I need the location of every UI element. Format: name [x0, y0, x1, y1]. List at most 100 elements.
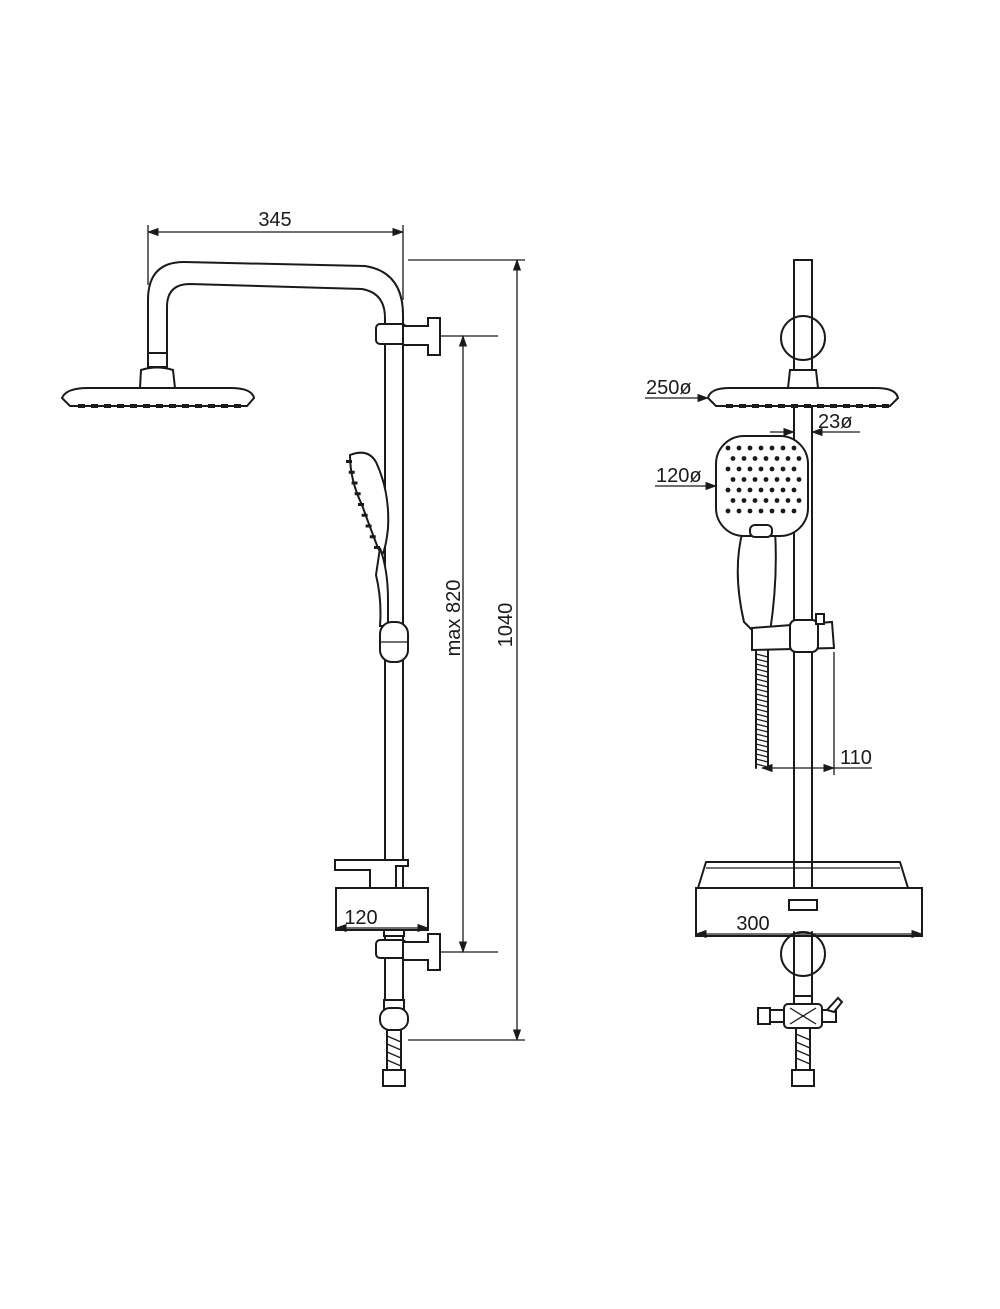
dim-pipe-diameter-label: 23ø [818, 411, 852, 433]
hose-rib [755, 743, 769, 748]
nozzle [354, 492, 361, 496]
spray-dot [741, 498, 747, 503]
spray-dot [752, 498, 758, 503]
nozzle [830, 404, 837, 408]
spray-dot [730, 498, 736, 503]
nozzle [234, 404, 241, 408]
thermostatic-mixer-front [695, 861, 923, 937]
slider-clamp [379, 621, 409, 663]
rain-shower-head-side [60, 352, 256, 408]
hose-rib [755, 678, 769, 683]
nozzle [221, 404, 228, 408]
nozzle [182, 404, 189, 408]
nozzle [351, 481, 358, 485]
nozzle [169, 404, 176, 408]
hose-rib [755, 728, 769, 733]
spray-dot [758, 445, 764, 451]
nozzle [374, 546, 380, 549]
dim-hose-offset-label: 110 [840, 747, 872, 769]
nozzle [208, 404, 215, 408]
spray-dot [796, 456, 802, 461]
dim-total-height-label: 1040 [495, 603, 517, 648]
hose-rib [755, 748, 769, 753]
hose-rib [755, 763, 769, 768]
spray-dot [769, 445, 775, 451]
dim-shelf-width-label: 300 [736, 913, 769, 935]
nozzle [765, 404, 772, 408]
spray-dot [725, 508, 731, 514]
spray-dot [752, 477, 758, 482]
spray-dot [752, 456, 758, 461]
hose-rib [755, 758, 769, 763]
hose-rib [755, 723, 769, 728]
nozzle [843, 404, 850, 408]
spray-dot [747, 445, 753, 451]
flexible-hose-front [755, 649, 769, 769]
nozzle [791, 404, 798, 408]
nozzle [346, 460, 352, 463]
dim-pipe-diameter: 23ø [770, 410, 860, 438]
diverter-inlet-side [379, 999, 409, 1087]
spray-dot [791, 466, 797, 472]
nozzle [130, 404, 137, 408]
spray-dot [725, 445, 731, 451]
hose-rib [755, 663, 769, 668]
hose-rib [755, 753, 769, 758]
nozzle [361, 513, 368, 517]
nozzle [817, 404, 824, 408]
nozzle [882, 404, 889, 408]
spray-dot [763, 456, 769, 461]
spray-dot [725, 487, 731, 493]
lower-bracket-front [780, 931, 826, 977]
dim-arm-length: 345 [146, 209, 405, 300]
dim-mixer-depth: 120 [334, 907, 430, 933]
hose-rib [755, 653, 769, 658]
spray-dot [769, 487, 775, 493]
spray-dot [774, 498, 780, 503]
spray-dot [725, 466, 731, 472]
spray-dot [736, 445, 742, 451]
spray-dot [758, 508, 764, 514]
nozzle [778, 404, 785, 408]
spray-dot [780, 508, 786, 514]
spray-dot [769, 466, 775, 472]
spray-dot [763, 477, 769, 482]
spray-dot [763, 498, 769, 503]
nozzle [143, 404, 150, 408]
spray-dot [736, 487, 742, 493]
nozzle [752, 404, 759, 408]
nozzle [726, 404, 733, 408]
hose-rib [755, 708, 769, 713]
dim-slider-range: max 820 [443, 334, 468, 954]
dim-shelf-width: 300 [694, 913, 924, 939]
hand-shower-front [715, 435, 809, 633]
dim-mixer-depth-label: 120 [344, 907, 377, 929]
hand-shower-side [346, 451, 390, 627]
spray-dot [774, 456, 780, 461]
hose-rib [755, 673, 769, 678]
spray-dot [780, 487, 786, 493]
dim-arm-length-label: 345 [258, 209, 291, 231]
spray-dot [736, 466, 742, 472]
hose-rib [755, 733, 769, 738]
nozzle [856, 404, 863, 408]
nozzle [78, 404, 85, 408]
front-view: 250ø 23ø 120ø 110 300 [645, 259, 924, 1087]
nozzle [369, 535, 376, 539]
spray-dot [796, 477, 802, 482]
spray-dot [780, 466, 786, 472]
slider-holder-front [751, 613, 836, 653]
spray-dot [747, 487, 753, 493]
upper-wall-bracket [375, 317, 498, 356]
upper-bracket-front [780, 315, 826, 361]
diverter-front [757, 995, 844, 1087]
dim-slider-range-label: max 820 [443, 580, 465, 657]
side-view: 345 max 820 1040 120 [60, 209, 525, 1087]
nozzle [365, 524, 372, 528]
spray-dot [785, 456, 791, 461]
spray-dot [769, 508, 775, 514]
nozzle [739, 404, 746, 408]
rain-shower-head-front [706, 369, 900, 408]
hose-rib [755, 738, 769, 743]
